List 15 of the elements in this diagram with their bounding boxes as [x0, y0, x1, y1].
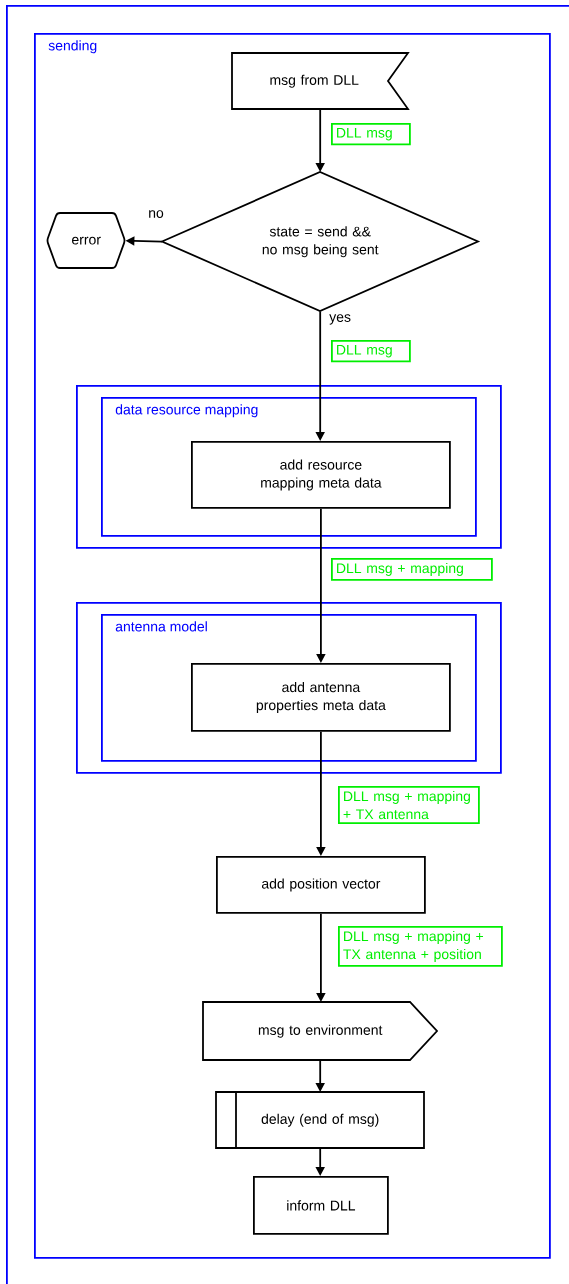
branch-label: yes	[329, 314, 351, 325]
process-box: inform DLL	[253, 1176, 389, 1235]
delay-box: delay (end of msg)	[215, 1091, 425, 1149]
edge-label: DLL msg + mapping + TX antenna	[338, 786, 480, 825]
process-box: add antenna properties meta data	[191, 663, 451, 732]
output-pentagon: msg to environment	[202, 1001, 439, 1061]
edge-label: DLL msg + mapping + TX antenna + position	[338, 926, 503, 967]
edge-label: DLL msg	[331, 340, 411, 363]
group-frame	[76, 385, 502, 549]
edge-label: DLL msg + mapping	[331, 558, 493, 581]
process-box: add resource mapping meta data	[191, 441, 451, 509]
edge-label: DLL msg	[331, 123, 411, 146]
group-frame	[76, 602, 502, 774]
input-flag: msg from DLL	[231, 52, 410, 110]
process-box: add position vector	[216, 856, 426, 914]
